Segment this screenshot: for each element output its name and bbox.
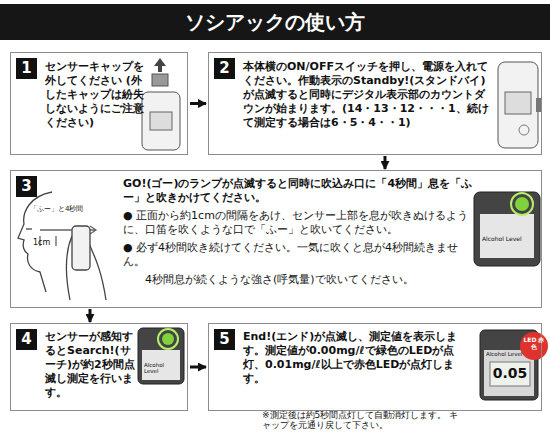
display-search-illustration: [138, 328, 184, 384]
step-text-area: センサーが感知するとSearch!(サーチ)が約2秒間点滅し測定を行います。: [45, 330, 137, 400]
step-text: センサーが感知するとSearch!(サーチ)が約2秒間点滅し測定を行います。: [45, 330, 137, 400]
flow-arrow: [190, 102, 206, 105]
flow-arrow: [384, 156, 387, 169]
step-text: センサーキャップを外してください (外したキャップは紛失しないようにご注意くださ…: [45, 60, 145, 130]
flow-arrow: [89, 309, 92, 322]
face-blowing-illustration: [18, 192, 106, 300]
display-value: 0.05: [491, 365, 529, 381]
illustration-label: Alcohol Level: [482, 236, 532, 243]
illustration-label: Alcohol Level: [486, 351, 526, 357]
step-text: 本体横のON/OFFスイッチを押し、電源を入れてください。作動表示のStandb…: [243, 60, 493, 130]
flow-arrow: [190, 366, 206, 369]
step-number: 1: [16, 58, 37, 79]
illustration-label: Alcohol Level: [144, 362, 180, 375]
illustration-label: 1cm: [33, 238, 57, 247]
step-text-area: End!(エンド)が点滅し、測定値を表示します。測定値が0.00mg/ℓで緑色の…: [243, 330, 475, 386]
red-led-badge: [520, 332, 548, 360]
display-go-illustration: [474, 192, 540, 266]
step-number: 3: [16, 176, 37, 197]
step-text: End!(エンド)が点滅し、測定値を表示します。測定値が0.00mg/ℓで緑色の…: [243, 330, 475, 386]
step-text: ● 必ず4秒間吹き続けてください。一気に吹くと息が4秒間続きません。: [123, 241, 475, 269]
illustration-label: LED 赤色: [522, 337, 546, 351]
device-switch-illustration: [498, 62, 541, 148]
device-cap-illustration: [142, 58, 180, 150]
step-box: 1 センサーキャップを外してください (外したキャップは紛失しないようにご注意くだ…: [10, 52, 188, 155]
page-title: ソシアックの使い方: [0, 8, 550, 36]
step-box: 3 GO!(ゴー)のランプが点滅すると同時に吹込み口に「4秒間」息を「ふー」と吹き…: [10, 170, 542, 308]
step-number: 4: [16, 329, 37, 350]
step-number: 5: [214, 329, 235, 350]
step-text: 4秒間息が続くような強さ(呼気量)で吹いてください。: [123, 273, 475, 287]
illustration-label: 「ふー」と4秒間: [30, 205, 90, 213]
step-text-area: センサーキャップを外してください (外したキャップは紛失しないようにご注意くださ…: [45, 60, 145, 130]
display-result-illustration: [480, 330, 548, 400]
title-band: [0, 4, 550, 40]
footnote: ※測定後は約5秒間点灯して自動消灯します。 キャップを元通り戻して下さい。: [262, 410, 467, 431]
step-text: ● 正面から約1cmの間隔をあけ、センサー上部を息が吹きぬけるように、口笛を吹く…: [123, 209, 475, 237]
step-box: 5 End!(エンド)が点滅し、測定値を表示します。測定値が0.00mg/ℓで緑色…: [208, 323, 542, 411]
step-box: 2 本体横のON/OFFスイッチを押し、電源を入れてください。作動表示のStand…: [208, 52, 542, 155]
step-text-area: GO!(ゴー)のランプが点滅すると同時に吹込み口に「4秒間」息を「ふー」と吹きか…: [123, 177, 475, 287]
step-text: GO!(ゴー)のランプが点滅すると同時に吹込み口に「4秒間」息を「ふー」と吹きか…: [123, 177, 475, 205]
step-text-area: 本体横のON/OFFスイッチを押し、電源を入れてください。作動表示のStandb…: [243, 60, 493, 130]
step-number: 2: [214, 58, 235, 79]
